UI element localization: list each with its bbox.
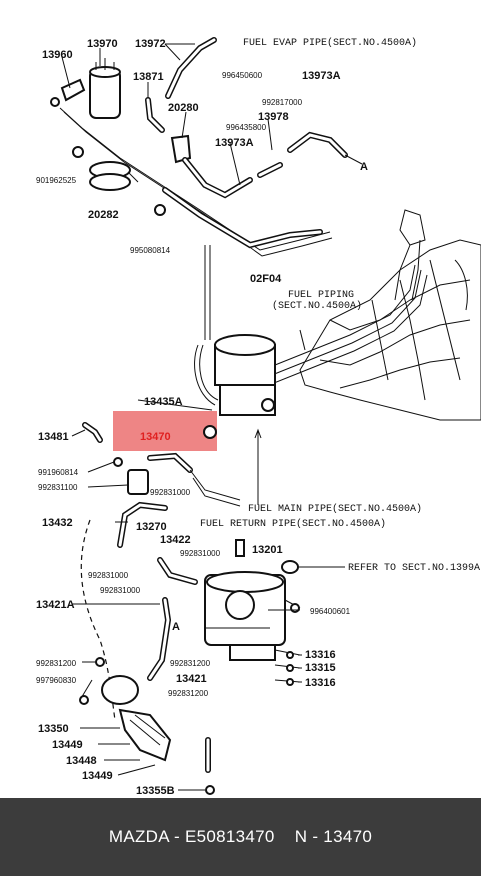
label-13448: 13448 <box>66 755 97 767</box>
part-number-caption: MAZDA - E50813470 N - 13470 <box>108 827 373 846</box>
label-991960814: 991960814 <box>38 468 79 477</box>
label-992831000-d: 992831000 <box>100 586 141 595</box>
lower-pump-assembly <box>79 657 172 762</box>
label-996435800: 996435800 <box>226 123 267 132</box>
cap-refer <box>281 560 299 574</box>
label-13470[interactable]: 13470 <box>140 431 171 443</box>
hose-13422 <box>157 557 198 585</box>
filter-992831100 <box>127 469 149 495</box>
label-13871: 13871 <box>133 71 164 83</box>
label-13201: 13201 <box>252 544 283 556</box>
label-refer-sect: REFER TO SECT.NO.1399A <box>348 563 480 574</box>
label-fuel-return-pipe: FUEL RETURN PIPE(SECT.NO.4500A) <box>200 518 386 530</box>
label-13972: 13972 <box>135 38 166 50</box>
label-fuel-piping-sect: (SECT.NO.4500A) <box>272 300 362 312</box>
label-13970: 13970 <box>87 38 118 50</box>
label-13421A: 13421A <box>36 599 75 611</box>
label-13960: 13960 <box>42 49 73 61</box>
label-20280: 20280 <box>168 102 199 114</box>
engine-block-outline <box>299 209 481 421</box>
label-997960830: 997960830 <box>36 676 77 685</box>
canister-assembly <box>50 58 333 257</box>
label-A-top: A <box>360 161 368 173</box>
label-13315: 13315 <box>305 662 336 674</box>
label-13978: 13978 <box>258 111 289 123</box>
label-992831200-a: 992831200 <box>170 659 211 668</box>
label-A-mid: A <box>172 621 180 633</box>
label-13350: 13350 <box>38 723 69 735</box>
bolt-995080814 <box>154 204 166 216</box>
label-992831200-c: 992831200 <box>36 659 77 668</box>
label-fuel-piping: FUEL PIPING <box>288 290 354 301</box>
label-992831000-b: 992831000 <box>180 549 221 558</box>
footer-bar: MAZDA - E50813470 N - 13470 <box>0 798 481 876</box>
bolt-991960814 <box>113 457 123 467</box>
pipe-02F04 <box>162 187 323 249</box>
part-13470-fitting <box>203 425 217 439</box>
clamp-20282 <box>89 161 139 191</box>
label-13973A-top: 13973A <box>302 70 341 82</box>
label-02F04: 02F04 <box>250 273 282 285</box>
label-13432: 13432 <box>42 517 73 529</box>
label-13316-a: 13316 <box>305 649 336 661</box>
bolt-901962525 <box>72 146 84 158</box>
part-13470-highlight[interactable] <box>113 411 217 451</box>
label-20282: 20282 <box>88 209 119 221</box>
jet-13201 <box>235 539 245 557</box>
label-13449-a: 13449 <box>52 739 83 751</box>
label-992831000-a: 992831000 <box>150 488 191 497</box>
label-996450600: 996450600 <box>222 71 263 80</box>
leader-lines <box>61 43 302 791</box>
label-13422: 13422 <box>160 534 191 546</box>
label-901962525: 901962525 <box>36 176 77 185</box>
label-992817000: 992817000 <box>262 98 303 107</box>
label-995080814: 995080814 <box>130 246 171 255</box>
label-996400601: 996400601 <box>310 607 351 616</box>
label-13435A: 13435A <box>144 396 183 408</box>
label-fuel-main-pipe: FUEL MAIN PIPE(SECT.NO.4500A) <box>248 503 422 515</box>
label-13481: 13481 <box>38 431 69 443</box>
label-992831000-c: 992831000 <box>88 571 129 580</box>
parts-diagram: 13960 13970 13972 FUEL EVAP PIPE(SECT.NO… <box>36 37 481 797</box>
fuel-piping-lines <box>249 264 428 392</box>
label-13421: 13421 <box>176 673 207 685</box>
evap-pipe <box>165 37 217 99</box>
fuel-pump-assembly <box>194 334 276 416</box>
label-992831100: 992831100 <box>38 483 78 492</box>
label-13449-b: 13449 <box>82 770 113 782</box>
label-13973A-mid: 13973A <box>215 137 254 149</box>
label-13355B: 13355B <box>136 785 175 797</box>
label-13270: 13270 <box>136 521 167 533</box>
label-992831200-b: 992831200 <box>168 689 209 698</box>
label-13316-b: 13316 <box>305 677 336 689</box>
label-fuel-evap-pipe: FUEL EVAP PIPE(SECT.NO.4500A) <box>243 37 417 49</box>
